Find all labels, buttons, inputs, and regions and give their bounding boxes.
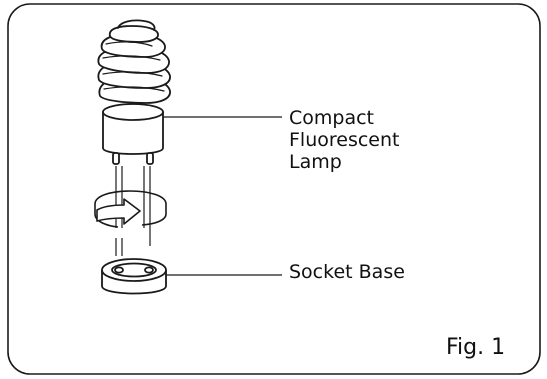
lamp-label-line-2: Fluorescent <box>289 129 400 151</box>
lamp-pin-right <box>146 152 154 165</box>
lamp-label: Compact Fluorescent Lamp <box>289 107 399 173</box>
spiral-tube-icon <box>97 19 171 104</box>
lamp-pin-left <box>112 152 120 165</box>
socket-hole-left <box>114 266 124 274</box>
rotation-arrow-icon <box>94 190 167 228</box>
socket-hole-right <box>144 266 154 274</box>
socket-base <box>101 258 167 295</box>
lamp-base <box>102 111 164 155</box>
lamp-label-line-1: Compact <box>289 107 374 129</box>
figure-caption: Fig. 1 <box>446 335 506 360</box>
figure-frame <box>7 3 541 375</box>
lamp-label-line-3: Lamp <box>289 151 342 173</box>
socket-inner-ring <box>111 262 157 278</box>
compact-fluorescent-lamp <box>97 19 171 165</box>
socket-label: Socket Base <box>289 261 405 283</box>
lamp-base-top <box>102 103 164 121</box>
